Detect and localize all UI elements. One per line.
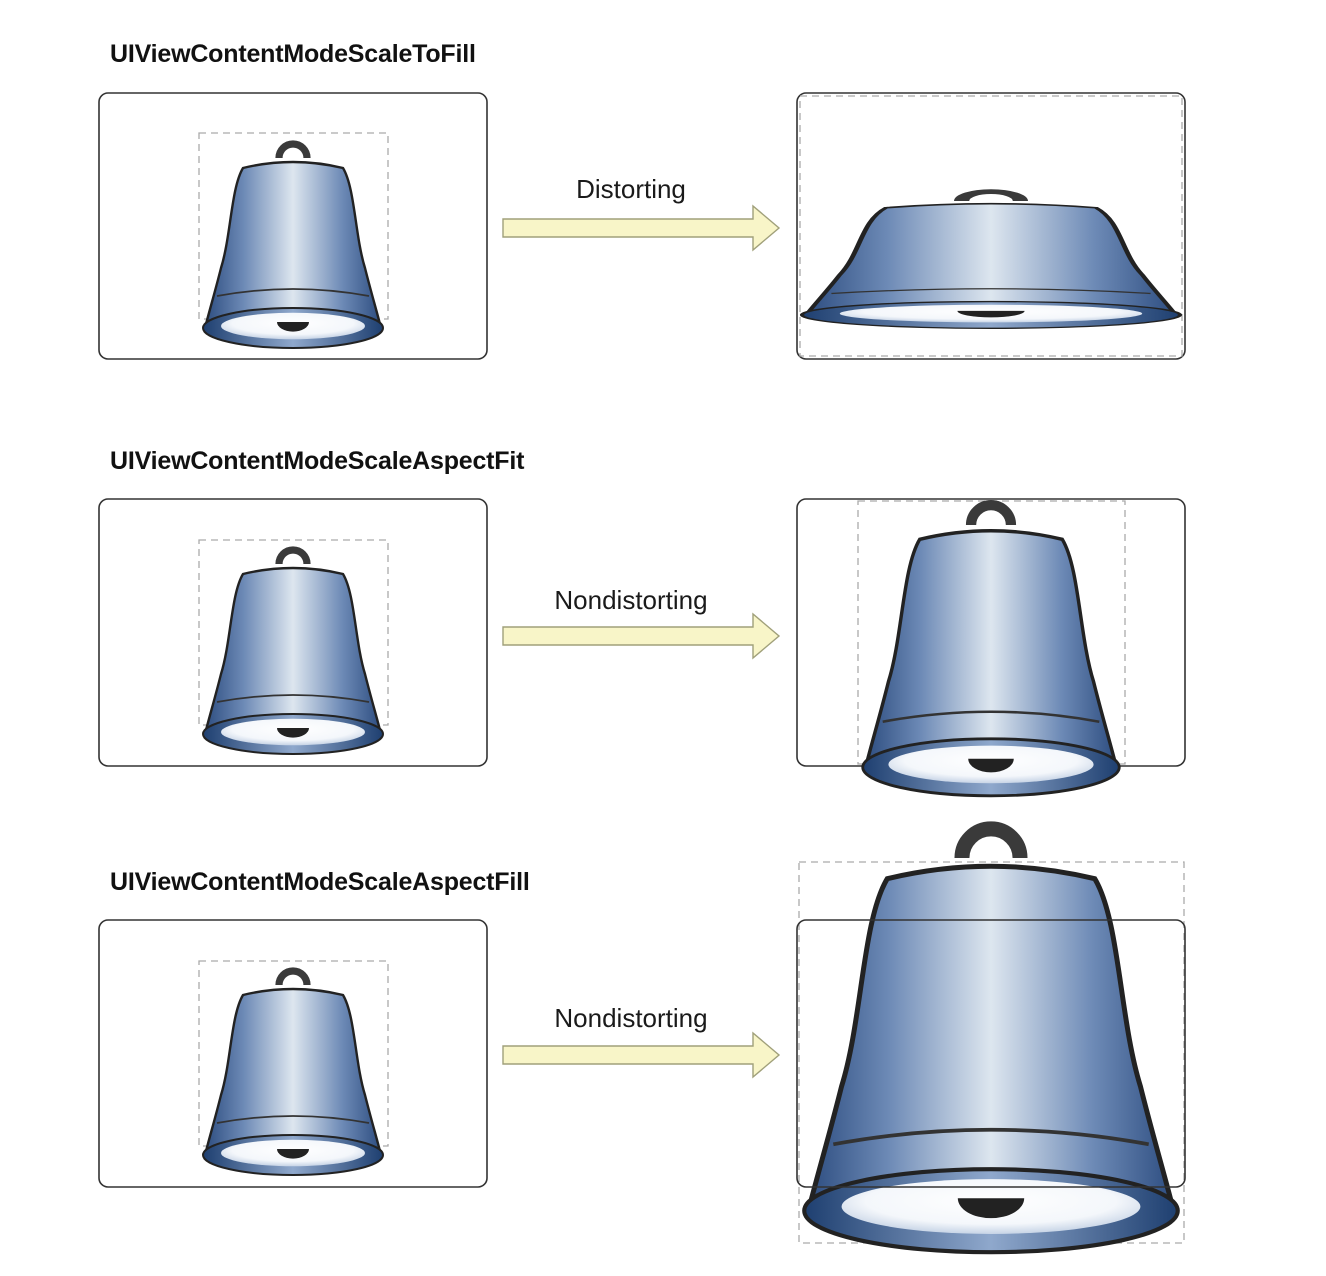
section-title-scale-to-fill: UIViewContentModeScaleToFill xyxy=(110,40,476,68)
section-title-scale-aspect-fill: UIViewContentModeScaleAspectFill xyxy=(110,868,530,896)
target-image-bounds xyxy=(798,861,1185,1244)
arrow-right-icon xyxy=(502,1032,780,1078)
section-title-scale-aspect-fit: UIViewContentModeScaleAspectFit xyxy=(110,447,525,475)
scale-to-fill-row xyxy=(98,92,1185,360)
arrow-label-distorting: Distorting xyxy=(576,174,686,204)
arrow-label-nondistorting-fill: Nondistorting xyxy=(554,1003,708,1033)
arrow-label-nondistorting-fit: Nondistorting xyxy=(554,585,708,615)
scale-aspect-fill-row xyxy=(98,829,1186,1252)
target-view-frame xyxy=(796,919,1186,1188)
target-image-bounds xyxy=(799,95,1183,357)
arrow-right-icon xyxy=(502,205,780,251)
scale-aspect-fit-row xyxy=(98,498,1186,796)
bell-icon xyxy=(804,829,1178,1252)
arrow-right-icon xyxy=(502,613,780,659)
